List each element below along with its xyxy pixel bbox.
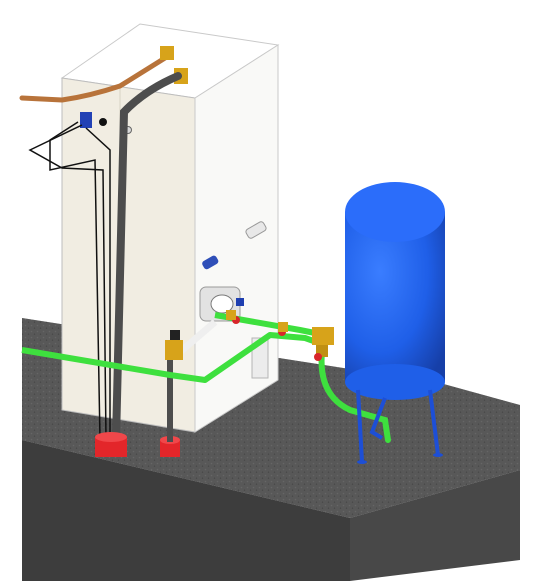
wire-3 — [85, 127, 111, 440]
copper-pipe-run — [19, 55, 168, 103]
tank-leg-left — [356, 389, 364, 463]
side-port-opening — [210, 294, 234, 314]
wire-2 — [28, 124, 107, 441]
brass-tee — [312, 327, 334, 345]
valves — [165, 310, 334, 361]
tank-top-dome — [345, 182, 445, 242]
red-sleeve-left-top — [95, 432, 127, 442]
tank-leg-foot-left — [357, 460, 367, 464]
tank-leg-right — [428, 389, 440, 456]
green-pipe-main — [21, 332, 326, 383]
valve-actuator-left — [170, 330, 180, 340]
tank-leg-mid — [369, 397, 387, 440]
wire-1 — [49, 121, 101, 441]
control-wires — [28, 121, 111, 441]
green-pipe-to-tank — [318, 349, 391, 443]
slab-side — [350, 470, 520, 581]
tank-bottom-dome — [345, 364, 445, 400]
dark-vertical-pipe — [112, 72, 182, 444]
cabinet-side — [194, 44, 279, 433]
slab-front — [22, 440, 350, 581]
side-port-blue-cap — [236, 298, 244, 306]
brass-valve-left — [165, 340, 183, 360]
tank-legs — [356, 389, 440, 463]
front-black-knob — [99, 118, 107, 126]
side-vent-middle — [202, 255, 219, 270]
boiler-cabinet — [60, 23, 280, 433]
red-sleeve-left — [95, 437, 127, 457]
tank-leg-foot-right — [433, 453, 443, 457]
front-sensor-block — [80, 112, 92, 128]
brass-fitting-mid — [226, 310, 236, 320]
red-sleeve-right — [160, 440, 180, 457]
white-pipe-segment — [177, 319, 218, 355]
red-valve-handle-3 — [314, 353, 322, 361]
brass-elbow-top — [160, 46, 174, 60]
side-vent-upper — [245, 221, 267, 239]
expansion-tank — [345, 182, 445, 464]
brass-fitting-right — [278, 322, 288, 332]
